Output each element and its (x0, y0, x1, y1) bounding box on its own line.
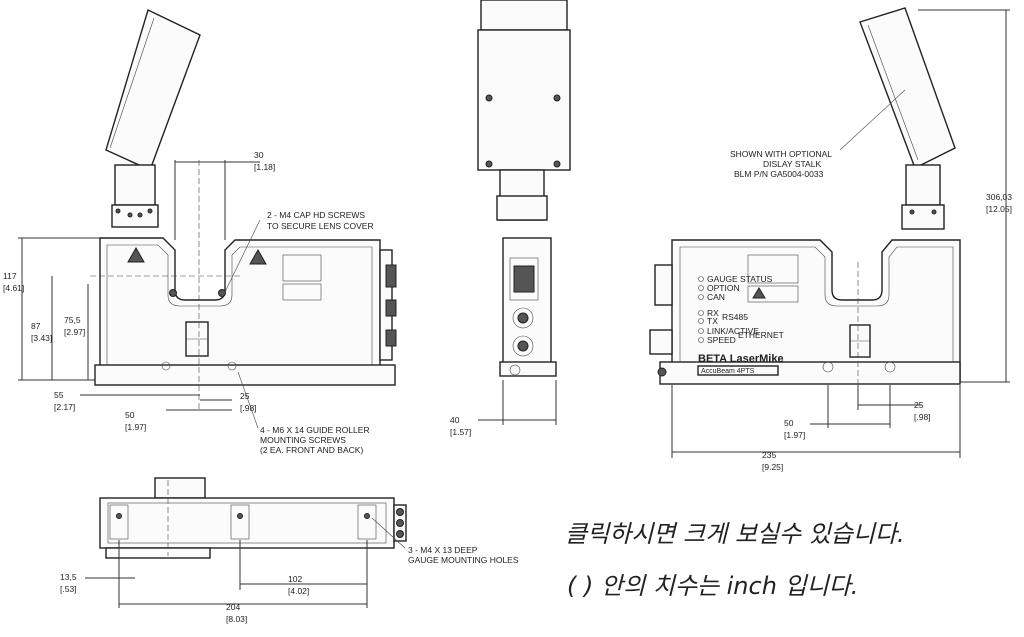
note-stalk-line1: SHOWN WITH OPTIONAL (730, 149, 832, 159)
svg-text:GAUGE STATUS: GAUGE STATUS (707, 274, 773, 284)
panel-label-speed: SPEED (707, 335, 736, 345)
dim-25-rear-inch: [.98] (914, 412, 931, 422)
display-panel-rear (859, 7, 956, 169)
brand-plate: BETA LaserMike AccuBeam 4PTS (697, 353, 784, 376)
display-panel-side (480, 0, 568, 31)
panel-label-link: LINK/ACTIVE (707, 326, 759, 336)
dim-25-front-inch: [.98] (240, 403, 257, 413)
note-stalk-line2: DISLAY STALK (763, 159, 821, 169)
dim-87-inch: [3.43] (31, 333, 52, 343)
dim-50-rear: 50 (784, 418, 794, 428)
note-guide-line1: 4 - M6 X 14 GUIDE ROLLER (260, 425, 370, 435)
dim-306: 306,03 (986, 192, 1012, 202)
brand-model: AccuBeam 4PTS (701, 368, 755, 375)
panel-label-rx: RX (707, 308, 719, 318)
front-view (18, 9, 397, 429)
notes: 2 - M4 CAP HD SCREWS TO SECURE LENS COVE… (260, 149, 832, 565)
dim-13-5-inch: [.53] (60, 584, 77, 594)
dim-40: 40 (450, 415, 460, 425)
panel-label-option: OPTION (707, 283, 740, 293)
dim-102: 102 (288, 574, 302, 584)
dim-30: 30 (254, 150, 264, 160)
panel-label-rs485: RS485 (722, 312, 748, 322)
panel-labels: OPTION CAN RX TX RS485 LINK/ACTIVE SPEED… (707, 283, 784, 345)
note-screws-line1: 2 - M4 CAP HD SCREWS (267, 210, 365, 220)
dim-306-inch: [12.05] (986, 204, 1012, 214)
dim-25-rear: 25 (914, 400, 924, 410)
note-gauge-line1: 3 - M4 X 13 DEEP (408, 545, 478, 555)
gauge-body-rear (671, 239, 961, 383)
rear-view: GAUGE STATUS (649, 7, 1010, 458)
brand-name: BETA LaserMike (698, 353, 784, 365)
dim-30-inch: [1.18] (254, 162, 275, 172)
dim-55-inch: [2.17] (54, 402, 75, 412)
note-screws-line2: TO SECURE LENS COVER (267, 221, 374, 231)
note-guide-line2: MOUNTING SCREWS (260, 435, 346, 445)
caption-inch-note: ( ) 안의 치수는 inch 입니다. (567, 572, 859, 600)
note-guide-line3: (2 EA. FRONT AND BACK) (260, 445, 363, 455)
dim-117-inch: [4.61] (3, 283, 24, 293)
dim-50-front: 50 (125, 410, 135, 420)
dim-50-rear-inch: [1.97] (784, 430, 805, 440)
gauge-body-bottom (99, 497, 395, 549)
display-panel (105, 9, 201, 171)
dim-40-inch: [1.57] (450, 427, 471, 437)
dim-87: 87 (31, 321, 41, 331)
note-stalk-line3: BLM P/N GA5004-0033 (734, 169, 824, 179)
dim-75-5: 75,5 (64, 315, 81, 325)
panel-label-can: CAN (707, 292, 725, 302)
bottom-view (85, 477, 407, 608)
dim-50-front-inch: [1.97] (125, 422, 146, 432)
dim-55: 55 (54, 390, 64, 400)
panel-label-tx: TX (707, 316, 718, 326)
dim-204-inch: [8.03] (226, 614, 247, 624)
dim-75-5-inch: [2.97] (64, 327, 85, 337)
side-view (477, 0, 571, 425)
caption-click-enlarge: 클릭하시면 크게 보실수 있습니다. (565, 520, 905, 548)
dim-102-inch: [4.02] (288, 586, 309, 596)
dim-117: 117 (3, 271, 17, 281)
dimension-labels: 30 [1.18] 117 [4.61] 87 [3.43] 75,5 [2.9… (3, 150, 1012, 624)
dim-13-5: 13,5 (60, 572, 77, 582)
panel-label-ethernet: ETHERNET (738, 330, 784, 340)
dim-25-front: 25 (240, 391, 250, 401)
dim-235: 235 (762, 450, 776, 460)
display-stalk (114, 164, 156, 206)
note-gauge-line2: GAUGE MOUNTING HOLES (408, 555, 519, 565)
dim-204: 204 (226, 602, 240, 612)
dim-235-inch: [9.25] (762, 462, 783, 472)
